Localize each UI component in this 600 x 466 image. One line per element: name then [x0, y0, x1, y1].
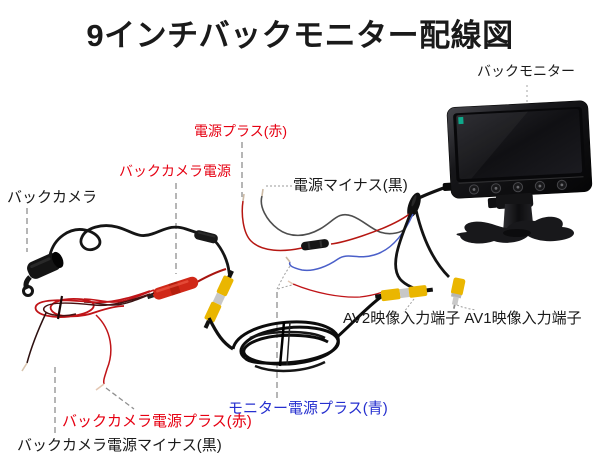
leader-monitor-power-diag1 — [276, 264, 292, 290]
monitor-power-plus-wire — [288, 213, 414, 272]
leader-av1 — [456, 304, 477, 311]
label-back-monitor: バックモニター — [477, 63, 575, 79]
monitor-cable-nub — [442, 182, 453, 191]
reverse-trigger-wire — [292, 283, 384, 298]
power-minus-wire — [260, 195, 411, 237]
power-indicator-green — [458, 116, 464, 125]
monitor-harness — [241, 184, 466, 309]
coil-exit-cable — [335, 295, 382, 340]
camera-power-wire-coil — [34, 290, 151, 320]
power-plus-wire-b — [241, 200, 303, 252]
monitor-power-plus-tip — [285, 256, 291, 263]
camera-power-connector-red — [146, 276, 199, 300]
monitor-buttons — [468, 179, 567, 195]
rca-pair-camera — [203, 270, 234, 329]
power-plus-tip — [242, 193, 245, 202]
back-camera-assembly — [21, 224, 234, 391]
camera-cable-to-rca — [213, 240, 232, 279]
leader-av2 — [403, 298, 415, 313]
label-back-camera-power: バックカメラ電源 — [119, 163, 231, 179]
camera-power-minus-tip — [21, 362, 28, 372]
label-av-input-terminals: AV2映像入力端子 AV1映像入力端子 — [343, 310, 582, 327]
leader-bc-power-plus — [105, 387, 135, 410]
camera-cable-inline-connector — [194, 230, 218, 244]
back-monitor-device — [442, 100, 593, 244]
av2-cable — [394, 209, 427, 293]
label-back-camera-power-plus-red: バックカメラ電源プラス(赤) — [62, 413, 252, 430]
label-back-camera-power-minus-black: バックカメラ電源マイナス(黒) — [17, 437, 222, 454]
camera-power-lead — [196, 268, 227, 283]
rca-plug-av1 — [450, 277, 466, 309]
label-monitor-power-plus-blue: モニター電源プラス(青) — [228, 400, 388, 417]
camera-power-plus-tip — [95, 383, 105, 391]
power-plus-wire-a — [330, 211, 413, 245]
label-power-plus-red: 電源プラス(赤) — [194, 123, 288, 139]
av1-cable — [414, 209, 450, 278]
leader-lines — [26, 85, 528, 434]
camera-power-plus-wire — [95, 314, 112, 385]
label-back-camera: バックカメラ — [7, 189, 98, 206]
camera-power-minus-wire — [26, 312, 47, 364]
page-title: 9インチバックモニター配線図 — [86, 18, 514, 53]
camera-video-cable — [48, 224, 199, 256]
leader-monitor-power-diag2 — [277, 283, 298, 290]
back-camera — [22, 251, 64, 297]
rca-pair-av2 — [374, 285, 434, 302]
video-extension-coil — [207, 295, 382, 373]
monitor-screen — [456, 108, 583, 180]
label-power-minus-black: 電源マイナス(黒) — [293, 177, 408, 194]
monitor-stand — [456, 192, 575, 244]
power-minus-tip — [261, 188, 264, 197]
reverse-trigger-tip — [287, 280, 294, 285]
power-plus-inline-connector — [301, 239, 329, 251]
